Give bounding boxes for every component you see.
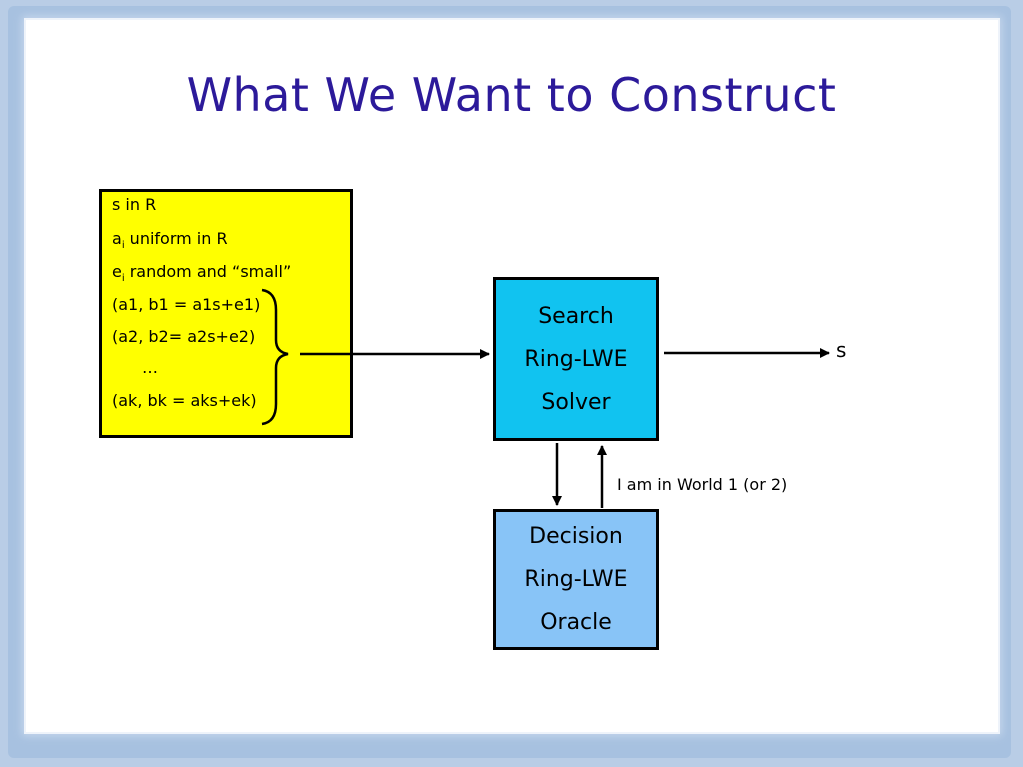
- decision-box-line-2: Ring-LWE: [524, 567, 628, 592]
- decision-box-line-3: Oracle: [540, 610, 612, 635]
- input-line-sample-2: (a2, b2= a2s+e2): [112, 327, 256, 346]
- decision-oracle-box: Decision Ring-LWE Oracle: [493, 509, 659, 650]
- input-line-secret: s in R: [112, 195, 157, 214]
- oracle-reply-label: I am in World 1 (or 2): [617, 475, 788, 494]
- output-secret-label: s: [836, 338, 847, 362]
- search-box-line-3: Solver: [541, 389, 611, 415]
- input-line-e-sub: i: [121, 273, 125, 285]
- input-line-a-rest: uniform in R: [124, 229, 228, 248]
- input-line-e-small: ei random and “small”: [112, 262, 291, 284]
- slide-title: What We Want to Construct: [186, 68, 837, 122]
- input-line-a-sub: i: [121, 240, 125, 252]
- input-line-e-var: e: [112, 262, 122, 281]
- input-line-ellipsis: …: [142, 358, 158, 377]
- input-samples-box: s in R ai uniform in R ei random and “sm…: [99, 189, 353, 438]
- input-line-e-rest: random and “small”: [124, 262, 292, 281]
- decision-box-line-1: Decision: [529, 524, 623, 549]
- input-line-a-uniform: ai uniform in R: [112, 229, 228, 251]
- input-line-a-var: a: [112, 229, 122, 248]
- input-line-sample-1: (a1, b1 = a1s+e1): [112, 295, 261, 314]
- search-box-line-2: Ring-LWE: [524, 346, 628, 372]
- search-solver-box: Search Ring-LWE Solver: [493, 277, 659, 441]
- search-box-line-1: Search: [538, 303, 614, 329]
- input-line-sample-k: (ak, bk = aks+ek): [112, 391, 257, 410]
- samples-brace: [261, 288, 289, 426]
